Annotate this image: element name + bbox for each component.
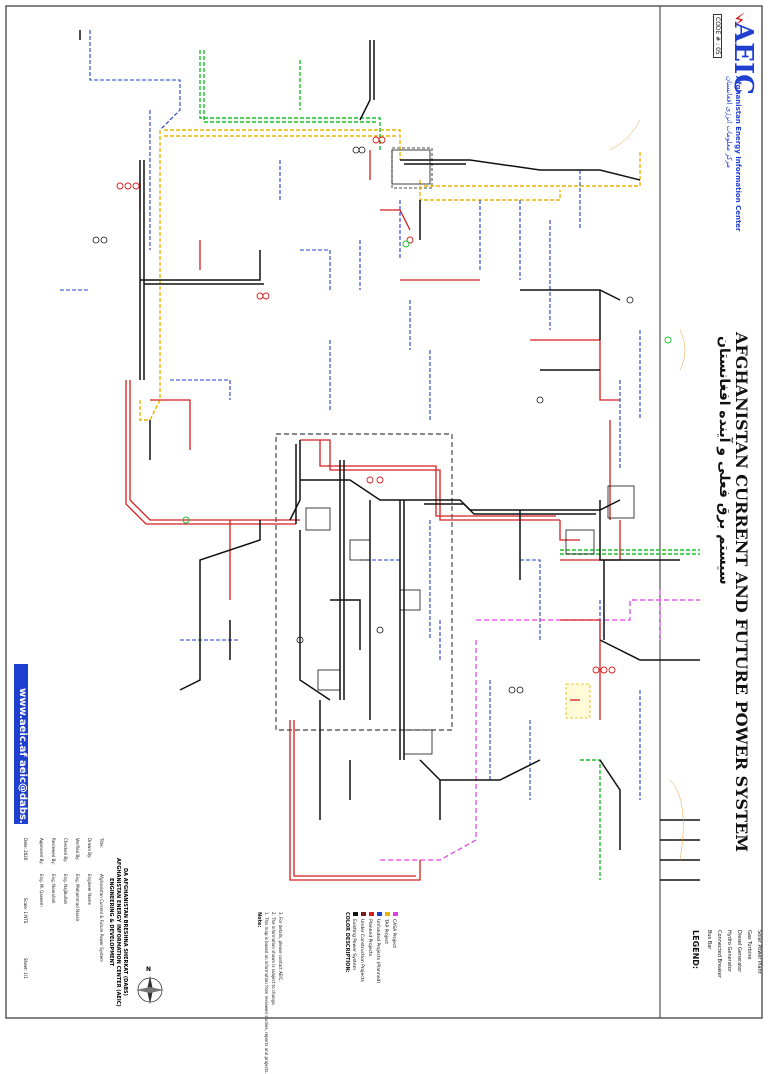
title-block-key: Title: xyxy=(99,838,104,848)
title-block: DA AFGHANISTAN BRESHNA SHERKAT (DABS) AF… xyxy=(10,838,128,1018)
planned-lines xyxy=(125,150,621,881)
unfunded-lines xyxy=(60,30,641,800)
color-swatch xyxy=(369,912,374,916)
title-block-value: Eng. M. Qaseem xyxy=(39,874,44,907)
color-description-item: Existing Power System xyxy=(351,912,358,970)
legend-item: Bus Bar xyxy=(706,930,712,950)
code-number: CODE # : 05 xyxy=(713,14,722,58)
color-description-title: COLOR DESCRIPTION: xyxy=(344,912,350,973)
map-title: AFGHANISTAN CURRENT AND FUTURE POWER SYS… xyxy=(732,332,751,852)
legend-item: Diesel Generator xyxy=(736,930,742,973)
org-name-local: مرکز معلومات انرژی افغانستان xyxy=(725,76,733,169)
color-swatch xyxy=(353,912,358,916)
color-description-label: TAP Project xyxy=(383,919,388,945)
title-block-row: Verified By: Eng. Mohammad Nassir xyxy=(75,838,80,921)
title-block-value: Eng. Mohammad Nassir xyxy=(75,874,80,922)
region-box-east xyxy=(565,683,591,719)
contact-bar xyxy=(14,664,28,824)
drawing-sheet: Sheet: 1/1 xyxy=(23,958,28,979)
title-block-row: Approved By: Eng. M. Qaseem xyxy=(39,838,44,907)
title-block-row: Title: Afghanistan Current & Future Power… xyxy=(99,838,104,962)
title-block-row: Reviewed By: Eng. Noorullah xyxy=(51,838,56,903)
color-swatch xyxy=(385,912,390,916)
green-generators xyxy=(182,240,672,524)
email-link[interactable]: aeic@dabs.af xyxy=(17,760,28,835)
title-block-key: Checked By: xyxy=(63,838,68,863)
color-description-label: Under Construction Projects xyxy=(359,919,364,982)
color-swatch xyxy=(393,912,398,916)
title-block-value: Engineer Name xyxy=(87,874,92,905)
hydro-symbols xyxy=(92,146,634,694)
color-description-item: TAP Project xyxy=(383,912,390,944)
sheet-border xyxy=(5,5,763,1019)
kabul-region-box xyxy=(275,433,453,731)
note-item: 3. For details, please contact AEIC. xyxy=(278,912,283,982)
tap-project-lines xyxy=(139,129,641,421)
terrain-lines xyxy=(609,119,686,861)
compass-rose xyxy=(136,976,164,1004)
color-description-item: Planned Projects xyxy=(367,912,374,956)
org-name: Afghanistan Energy Information Center xyxy=(734,76,742,232)
title-block-value: Eng. Najibullah xyxy=(63,874,68,905)
drawing-scale: Scale: 1:NTS xyxy=(23,898,28,924)
note-item: 1. This map is based on information from… xyxy=(264,912,269,1074)
department-name: AFGHANISTAN ENERGY INFORMATION CENTER (A… xyxy=(115,858,121,1007)
color-description-item: Under Construction Projects xyxy=(359,912,366,982)
existing-lines xyxy=(79,30,700,881)
power-system-map-sheet: AFGHANISTAN CURRENT AND FUTURE POWER SYS… xyxy=(5,5,768,1074)
aeic-logo-mark: ⚡ xyxy=(733,10,746,31)
generator-symbols xyxy=(116,136,616,674)
legend-item: Gas Turbine xyxy=(746,930,752,960)
title-block-value: Eng. Noorullah xyxy=(51,874,56,904)
title-block-row: Checked By: Eng. Najibullah xyxy=(63,838,68,904)
legend-item: Hydro Generator xyxy=(726,930,732,972)
legend-item: Connected Breaker xyxy=(716,930,722,978)
color-description-item: CASA Project xyxy=(391,912,398,948)
network-diagram xyxy=(5,5,763,1019)
green-lines xyxy=(199,50,700,880)
title-block-key: Drawn By: xyxy=(87,838,92,859)
drawing-date: Date: 2020 xyxy=(23,838,28,861)
title-block-key: Reviewed By: xyxy=(51,838,56,865)
client-name: DA AFGHANISTAN BRESHNA SHERKAT (DABS) xyxy=(122,868,128,996)
section-name: ENGINEERING & DEVELOPMENT xyxy=(108,878,114,967)
color-description-item: Unfunded Projects (Planned) xyxy=(375,912,382,983)
legend-title: LEGEND: xyxy=(691,930,700,970)
color-description-label: CASA Project xyxy=(391,919,396,949)
color-description-label: Planned Projects xyxy=(367,919,372,957)
region-box-north xyxy=(391,147,433,189)
website-link[interactable]: www.aeic.af xyxy=(17,688,28,757)
note-item: 2. The information shown is subject to c… xyxy=(271,912,276,1006)
color-description-label: Unfunded Projects (Planned) xyxy=(375,919,380,984)
title-block-key: Verified By: xyxy=(75,838,80,861)
title-block-row: Drawn By: Engineer Name xyxy=(87,838,92,905)
substation-symbols xyxy=(305,149,635,755)
title-block-key: Approved By: xyxy=(39,838,44,865)
map-title-local: سیستم برق فعلی و آینده افغانستان xyxy=(716,336,732,585)
legend-item: Solar Power Plant xyxy=(756,930,762,974)
compass-north-label: N xyxy=(146,966,152,973)
title-block-value: Afghanistan Current & Future Power Syste… xyxy=(99,874,104,963)
casa-lines xyxy=(380,590,700,861)
color-swatch xyxy=(377,912,382,916)
color-swatch xyxy=(361,912,366,916)
color-description-label: Existing Power System xyxy=(351,919,356,971)
notes-title: Note: xyxy=(256,912,262,928)
